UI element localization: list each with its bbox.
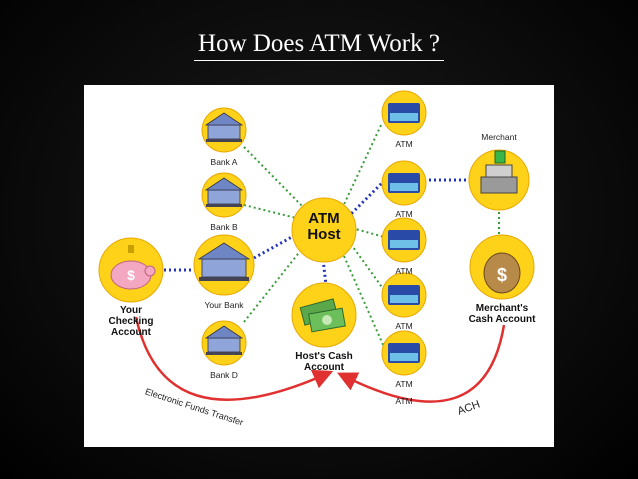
link-atm-5 — [339, 246, 385, 348]
link-atm-3 — [351, 227, 385, 238]
checking-line2: Checking — [108, 316, 154, 327]
atm-label-5: ATM — [395, 379, 413, 389]
bank-a-label: Bank A — [210, 157, 238, 167]
merchant-cash-node: $ — [469, 234, 535, 300]
your-bank-node — [193, 234, 255, 296]
atm-label-6: ATM — [395, 396, 413, 406]
link-bank-a — [243, 146, 310, 214]
merchant-node — [468, 149, 530, 211]
checking-line3: Account — [110, 327, 151, 338]
merchant-cash-line1: Merchant's — [475, 303, 529, 314]
eft-arrow — [134, 316, 334, 401]
merchant-cash-label: Merchant's Cash Account — [469, 303, 536, 325]
atm-host-line2: Host — [307, 225, 341, 243]
hosts-cash-label: Host's Cash Account — [295, 351, 352, 373]
bank-b-label: Bank B — [210, 222, 238, 232]
checking-account-label: Your Checking Account — [108, 305, 153, 338]
atm-host-label: ATM Host — [307, 211, 340, 243]
atm-node-3 — [381, 217, 427, 263]
merchant-label: Merchant — [481, 132, 517, 142]
atm-node-2 — [381, 160, 427, 206]
bank-d-node — [201, 320, 247, 366]
link-atm-4 — [347, 239, 385, 291]
bank-b-node — [201, 172, 247, 218]
link-bank-b — [243, 204, 297, 219]
bank-a-node — [201, 107, 247, 153]
hosts-cash-line2: Account — [304, 362, 344, 373]
checking-line1: Your — [119, 305, 143, 316]
atm-nodes — [381, 90, 427, 376]
atm-diagram: $ $ — [84, 85, 554, 447]
slide-title-text: How Does ATM Work ? — [194, 30, 444, 61]
bank-d-label: Bank D — [210, 370, 238, 380]
diagram-canvas: $ $ — [98, 90, 535, 403]
ach-arrow — [337, 324, 506, 403]
atm-label-4: ATM — [395, 321, 413, 331]
atm-node-4 — [381, 272, 427, 318]
link-your-bank — [253, 231, 300, 260]
slide-title: How Does ATM Work ? — [0, 30, 638, 61]
atm-host-node — [291, 197, 357, 263]
hosts-cash-node — [291, 282, 357, 348]
link-atm-2 — [346, 181, 384, 219]
checking-account-node: $ — [98, 237, 164, 303]
atm-label-3: ATM — [395, 266, 413, 276]
svg-text:$: $ — [497, 265, 507, 285]
atm-node-1 — [381, 90, 427, 136]
your-bank-label: Your Bank — [204, 300, 244, 310]
link-atm-1 — [339, 122, 383, 214]
atm-label-2: ATM — [395, 209, 413, 219]
atm-node-5 — [381, 330, 427, 376]
atm-host-line1: ATM — [308, 210, 340, 227]
hosts-cash-line1: Host's Cash — [295, 351, 353, 362]
svg-text:$: $ — [127, 267, 135, 283]
atm-label-1: ATM — [395, 139, 413, 149]
merchant-cash-line2: Cash Account — [468, 314, 536, 325]
